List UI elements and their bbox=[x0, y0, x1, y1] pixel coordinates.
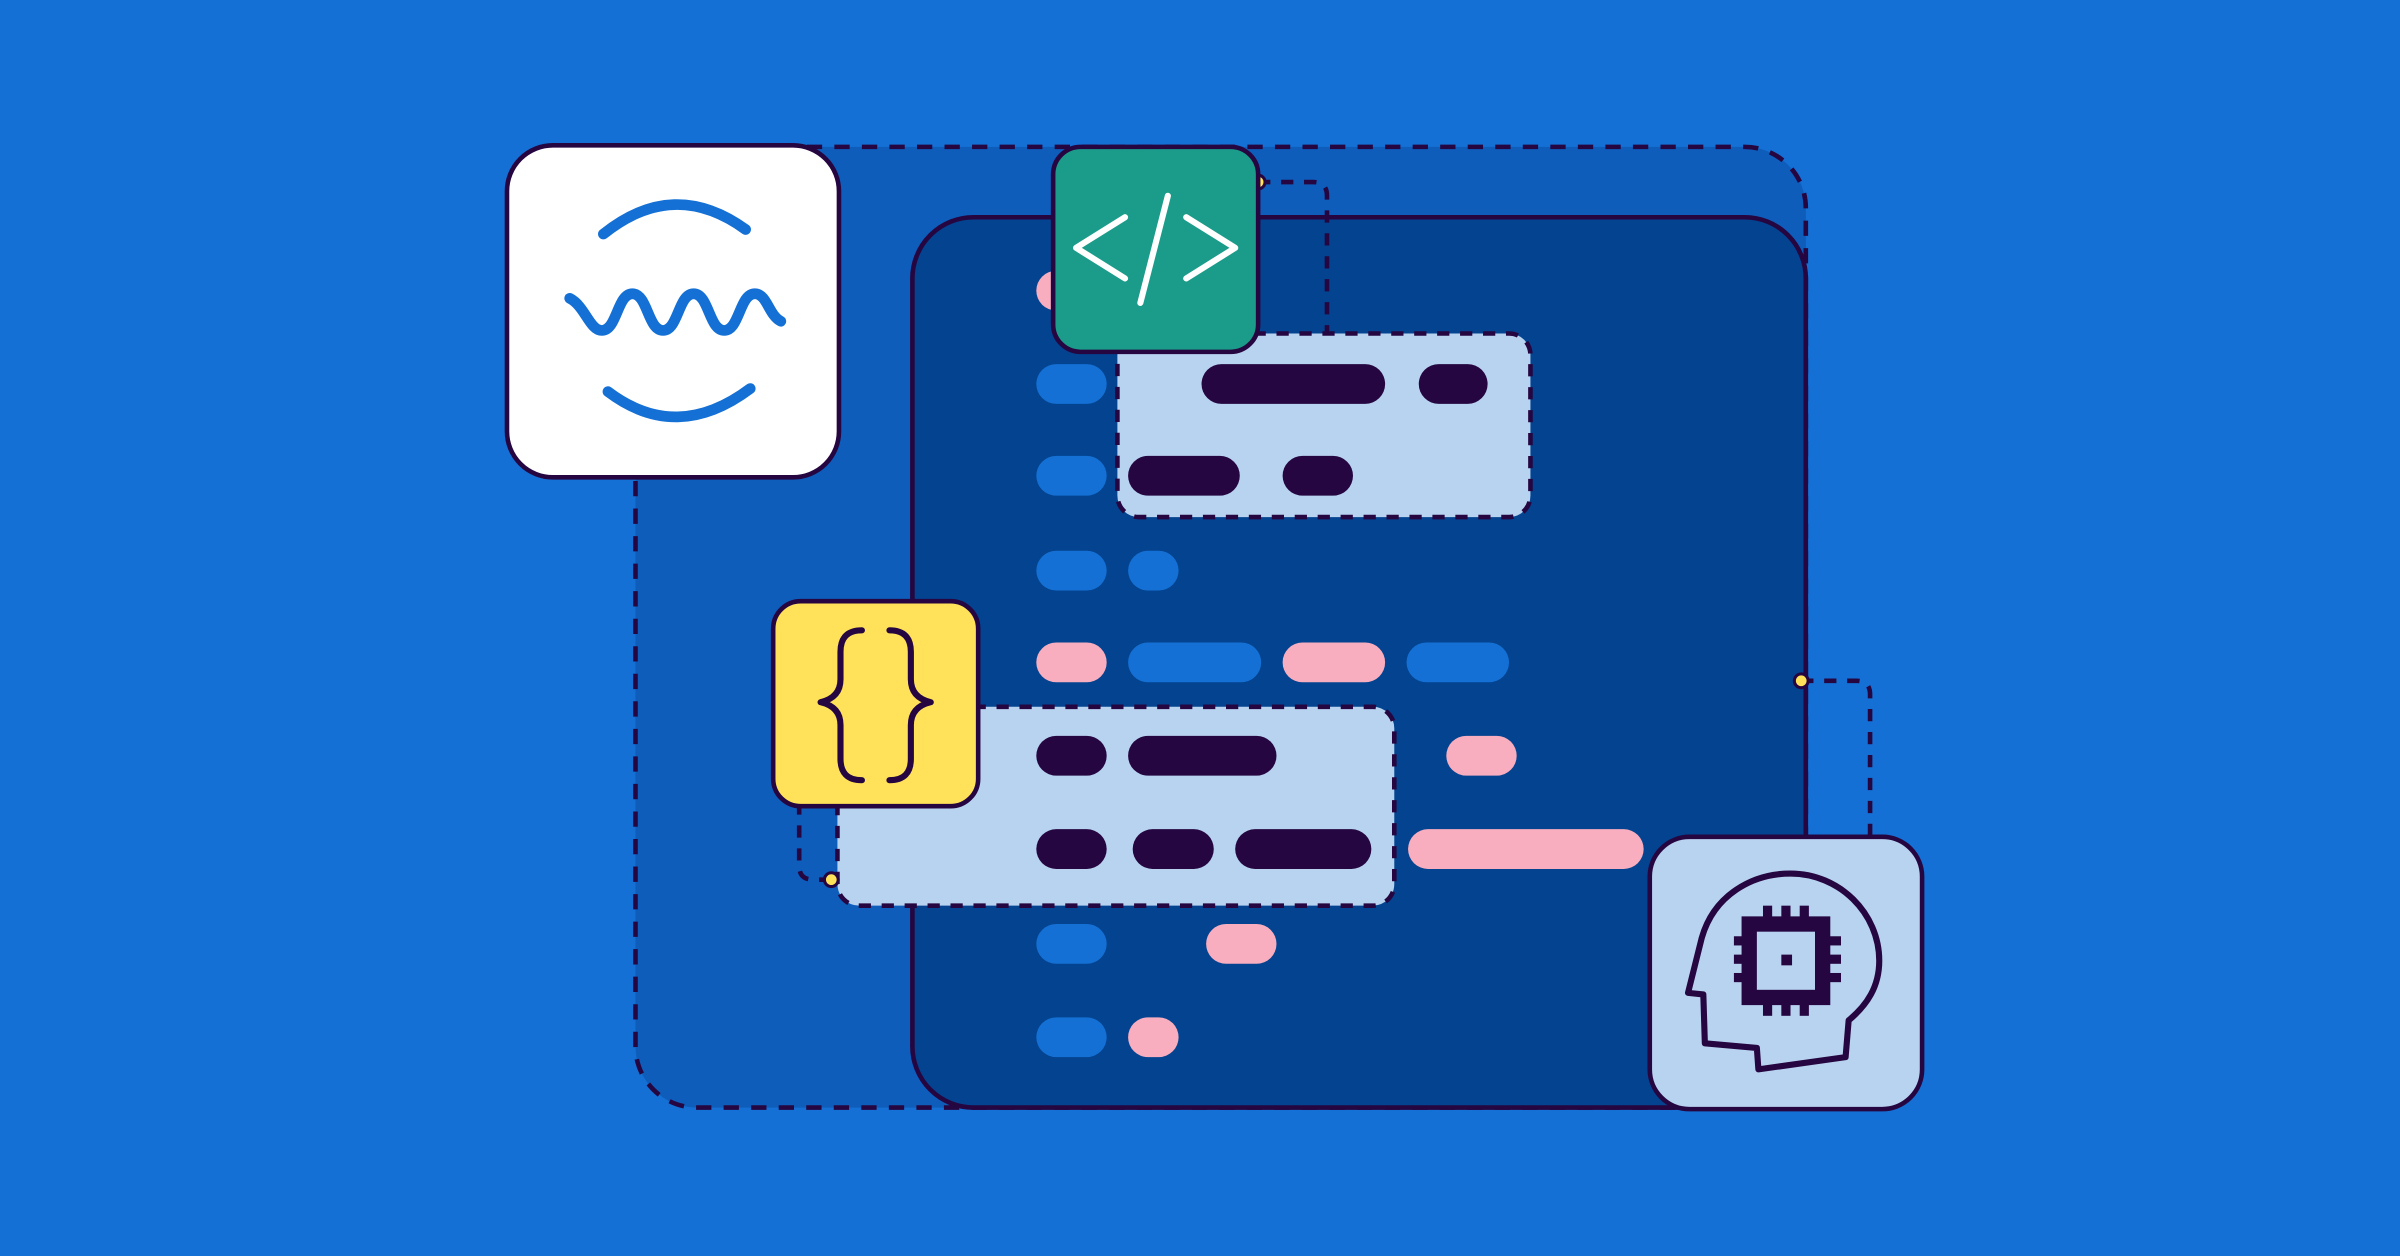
code-tag-card bbox=[1050, 144, 1261, 355]
braces-card bbox=[770, 598, 981, 809]
code-lines bbox=[1036, 270, 1644, 1058]
ai-head-card bbox=[1647, 834, 1925, 1112]
code-tag-icon bbox=[1073, 192, 1239, 306]
connectors bbox=[796, 179, 1873, 882]
ai-head-chip-icon bbox=[1684, 870, 1883, 1073]
curly-braces-icon bbox=[817, 627, 934, 784]
highlight-box-top bbox=[1115, 331, 1533, 520]
wave-card bbox=[504, 143, 842, 480]
sound-wave-icon bbox=[564, 199, 787, 423]
